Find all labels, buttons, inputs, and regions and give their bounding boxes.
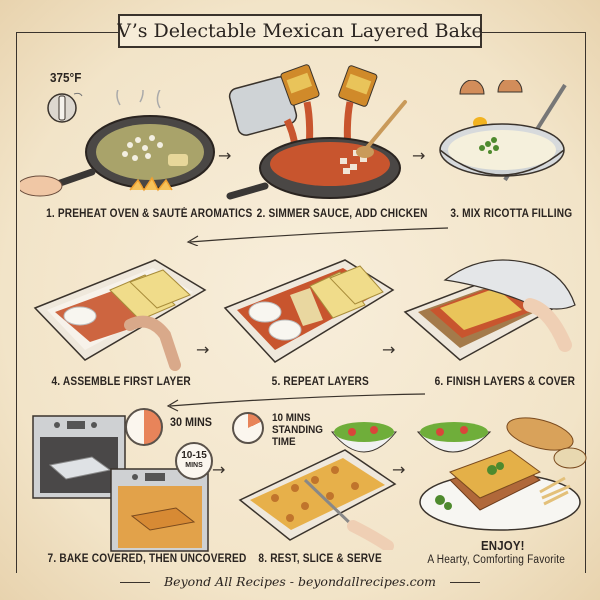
connector-arrow-6-to-7: [166, 393, 426, 412]
timer-10-standing-icon: [232, 412, 264, 444]
step-2-label: 2. SIMMER SAUCE, ADD CHICKEN: [256, 208, 428, 220]
step-2: 2. SIMMER SAUCE, ADD CHICKEN: [225, 60, 427, 230]
ricotta-bowl-whisk-icon: [439, 80, 567, 182]
baked-dish-slice-icon: [238, 449, 397, 550]
connector-arrow-3-to-4: [186, 227, 449, 246]
standing-time-line-1: 10 MINS: [272, 412, 311, 424]
final-heading: ENJOY!: [480, 538, 525, 553]
arrow-1-to-2: →: [218, 146, 232, 165]
baking-dish-layers-icon: [223, 259, 395, 363]
standing-time-line-3: TIME: [272, 436, 296, 448]
step-7-label: 7. BAKE COVERED, THEN UNCOVERED: [47, 553, 247, 565]
step-1: 375°F 1. PREHEAT OVEN & SAUTÉ AROMATICS: [20, 60, 252, 230]
arrow-2-to-3: →: [412, 146, 426, 165]
final-serving: ENJOY! A Hearty, Comforting Favorite: [410, 400, 590, 570]
standing-time-line-2: STANDING: [272, 424, 323, 436]
step-6: 6. FINISH LAYERS & COVER: [395, 240, 585, 400]
timer-30-label: 30 MINS: [170, 415, 213, 429]
oven-dial-icon: [47, 92, 83, 123]
final-subheading: A Hearty, Comforting Favorite: [427, 554, 566, 566]
step-5-label: 5. REPEAT LAYERS: [271, 376, 369, 388]
footer-credit: Beyond All Recipes - beyondallrecipes.co…: [0, 574, 600, 589]
step-7: 30 MINS 10-15 MINS 7. BAKE COVERED, THEN…: [20, 400, 246, 570]
step-4-label: 4. ASSEMBLE FIRST LAYER: [51, 376, 191, 388]
oven-covered-icon: [32, 415, 126, 499]
page-title: V’s Delectable Mexican Layered Bake: [117, 20, 483, 42]
timer-30-icon: [125, 408, 163, 446]
baking-dish-first-layer-icon: [33, 259, 207, 371]
step-8: 10 MINS STANDING TIME 8. REST, SLICE & S…: [230, 400, 405, 570]
sauce-pour-skillet-icon: [226, 64, 407, 200]
title-banner: V’s Delectable Mexican Layered Bake: [102, 14, 498, 54]
timer-mins-label: MINS: [185, 462, 203, 469]
baking-dish-foil-icon: [403, 259, 576, 361]
arrow-7-to-8: →: [212, 460, 226, 479]
oven-temperature: 375°F: [50, 70, 82, 85]
step-6-label: 6. FINISH LAYERS & COVER: [434, 376, 576, 388]
arrow-4-to-5: →: [196, 340, 210, 359]
step-3-label: 3. MIX RICOTTA FILLING: [450, 208, 573, 220]
plated-lasagna-salad-bread-icon: [416, 417, 587, 531]
arrow-8-to-final: →: [392, 460, 406, 479]
footer-text: Beyond All Recipes - beyondallrecipes.co…: [163, 574, 436, 589]
skillet-onions-icon: [20, 90, 215, 197]
step-5: 5. REPEAT LAYERS: [215, 240, 395, 400]
step-4: 4. ASSEMBLE FIRST LAYER: [20, 240, 215, 400]
standing-time-label: 10 MINS STANDING TIME: [272, 412, 323, 448]
step-1-label: 1. PREHEAT OVEN & SAUTÉ AROMATICS: [46, 208, 253, 220]
step-8-label: 8. REST, SLICE & SERVE: [258, 553, 382, 565]
oven-uncovered-icon: [110, 468, 209, 552]
step-3: 3. MIX RICOTTA FILLING: [430, 60, 590, 230]
timer-10-15-icon: 10-15 MINS: [175, 442, 213, 480]
timer-10-15-label: 10-15: [181, 450, 207, 461]
arrow-5-to-6: →: [382, 340, 396, 359]
side-salad-icon: [330, 422, 398, 453]
